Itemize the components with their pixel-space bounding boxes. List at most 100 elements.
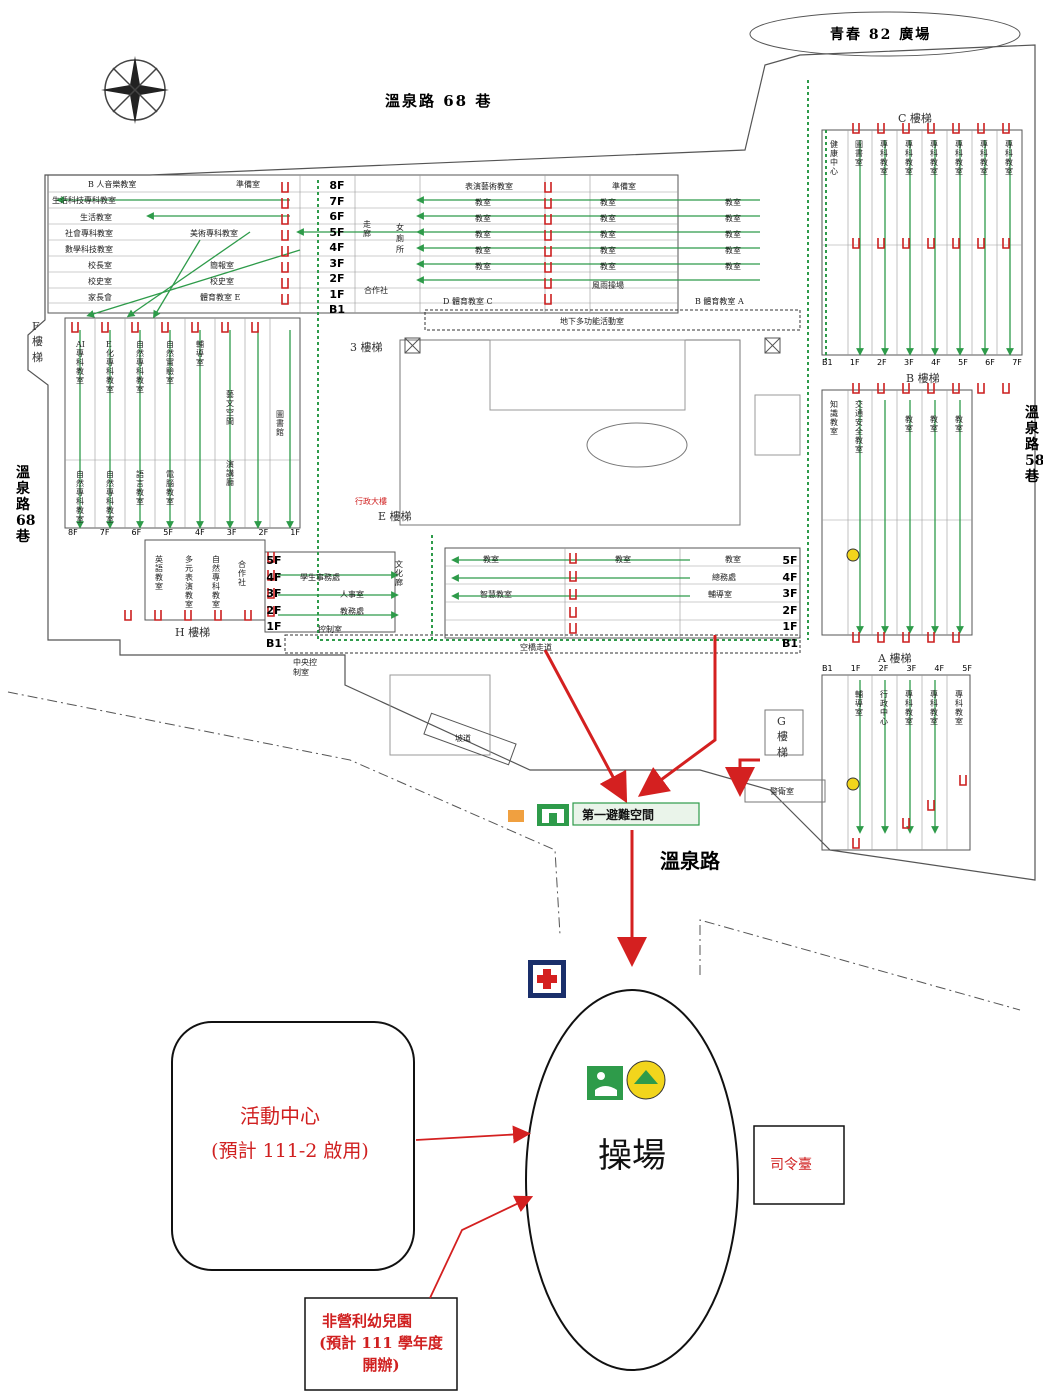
room-label: 生活科技專科教室 (52, 196, 116, 205)
floor-label: 7F (329, 194, 345, 208)
courtyard-oval (586, 422, 688, 468)
floor-label: 2F (782, 603, 798, 617)
floor-label: 2F (876, 358, 887, 367)
room-label: 中央控制室 (293, 658, 317, 677)
room-label: 準備室 (236, 180, 260, 189)
floor-label: 4F (782, 570, 798, 584)
activity-center-label: 活動中心 (240, 1104, 320, 1128)
room-label: E化專科教室 (106, 340, 114, 394)
floor-label: 7F (1012, 358, 1022, 367)
room-label: 知識教室 (830, 400, 838, 436)
aed-icon-2 (846, 777, 860, 791)
floor-list-h: 5F 4F 3F 2F 1F B1 (262, 553, 286, 652)
floor-label: 1F (850, 664, 861, 673)
room-label: 健康中心 (830, 140, 838, 176)
room-label: 專科教室 (930, 690, 938, 726)
room-label: 專科教室 (905, 140, 913, 176)
room-label: 教室 (475, 214, 491, 223)
south-building (444, 547, 801, 639)
stair-3-label: 3 樓梯 (350, 341, 383, 354)
room-label: 教室 (955, 415, 963, 433)
room-label: 生活教室 (80, 213, 112, 222)
room-label: 坡道 (455, 734, 471, 743)
room-label: 圖書館 (276, 410, 284, 437)
room-label: B 人音樂教室 (88, 180, 137, 189)
room-label: 專科教室 (930, 140, 938, 176)
room-label: 專科教室 (980, 140, 988, 176)
stair-f-label: F 樓梯 (32, 320, 43, 364)
road-label-right: 溫泉路58巷 (1025, 405, 1043, 485)
evac-arrow-2 (637, 635, 717, 797)
room-label: 家長會 (88, 293, 112, 302)
floor-label: B1 (328, 303, 346, 316)
activity-center (171, 1021, 415, 1271)
south-corridor (284, 634, 801, 654)
room-label: 教室 (600, 230, 616, 239)
floor-row-c: B1 1F 2F 3F 4F 5F 6F 7F (822, 358, 1022, 367)
stair-b-label: B 樓梯 (906, 372, 940, 385)
room-label: 人事室 (340, 590, 364, 599)
road-label-top: 溫泉路 68 巷 (385, 92, 493, 110)
room-label: 警衛室 (770, 787, 794, 796)
room-label: 教室 (475, 262, 491, 271)
room-label: 行政大樓 (355, 497, 387, 506)
room-label: 自然專科教室 (106, 470, 114, 524)
evacuation-icon (587, 1066, 623, 1100)
field-label: 操場 (598, 1136, 666, 1176)
room-label: 校史室 (210, 277, 234, 286)
floor-label: 4F (266, 570, 282, 584)
stair-e-label: E 樓梯 (378, 510, 412, 523)
floor-row-a: B1 1F 2F 3F 4F 5F (822, 664, 972, 673)
room-label: 智慧教室 (480, 590, 512, 599)
floor-label: 5F (958, 358, 968, 367)
floor-label: 3F (266, 587, 282, 600)
floor-label: 6F (329, 210, 345, 223)
room-label: 專科教室 (955, 690, 963, 726)
floor-label: 2F (266, 603, 282, 617)
room-label: 教室 (600, 198, 616, 207)
room-label: 簡報室 (210, 261, 234, 270)
room-label: 專科教室 (955, 140, 963, 176)
room-label: 女廁所 (396, 223, 404, 254)
room-label: 體育教室 E (200, 293, 241, 302)
room-label: 專科教室 (1005, 140, 1013, 176)
room-label: 社會專科教室 (65, 229, 113, 238)
stair-c-label: C 樓梯 (898, 112, 932, 125)
room-label: 總務處 (712, 573, 736, 582)
floor-label: 6F (131, 528, 142, 537)
room-label: 專科教室 (905, 690, 913, 726)
plaza-outline (749, 11, 1021, 57)
east-building-g (821, 674, 971, 851)
room-label: 輔導室 (708, 590, 732, 599)
sports-field (525, 989, 739, 1371)
room-label: 自然實驗室 (166, 340, 174, 385)
floor-label: B1 (822, 358, 833, 367)
room-label: 教室 (725, 246, 741, 255)
room-label: 輔導室 (196, 340, 204, 367)
floor-label: 5F (329, 225, 345, 239)
floor-label: 3F (329, 256, 345, 270)
arrow-kindergarten-to-field (429, 1195, 534, 1299)
road-edge-right (699, 919, 1021, 1011)
floor-label: 1F (290, 528, 300, 537)
room-label: 校長室 (88, 261, 112, 270)
floor-list-north: 8F 7F 6F 5F 4F 3F 2F 1F B1 (325, 178, 349, 318)
aed-icon (846, 548, 860, 562)
room-label: 教室 (725, 230, 741, 239)
floor-label: 8F (68, 528, 78, 537)
entrance-label: 第一避難空間 (582, 808, 655, 822)
room-label: 地下多功能活動室 (560, 317, 624, 326)
room-label: 教室 (483, 555, 499, 564)
room-label: 表演藝術教室 (465, 182, 513, 191)
floor-label: 4F (931, 358, 941, 367)
floor-label: 5F (962, 664, 972, 673)
campus-boundary (27, 44, 1036, 881)
room-label: 多元表演教室 (185, 555, 193, 609)
room-label: 教室 (475, 230, 491, 239)
room-label: 交通安全教室 (855, 400, 863, 454)
underground-room (424, 309, 801, 331)
floor-label: 6F (985, 358, 995, 367)
entrance-box (572, 802, 700, 826)
courtyard (399, 339, 741, 526)
